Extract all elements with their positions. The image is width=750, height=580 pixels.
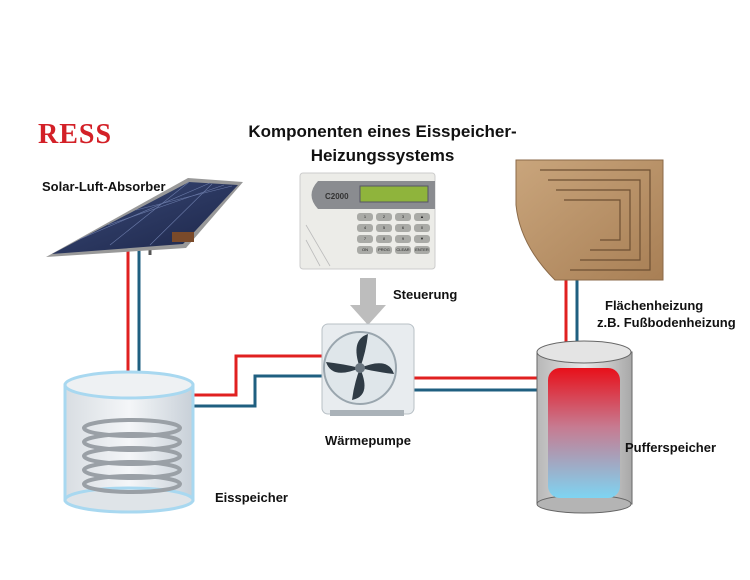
title-line-2: Heizungssystems: [310, 146, 455, 165]
key: 2: [376, 213, 392, 221]
key: CLEAR: [395, 246, 411, 254]
key: ON: [357, 246, 373, 254]
solar-panel-icon: [46, 178, 243, 257]
key: 3: [395, 213, 411, 221]
key: ENTER: [414, 246, 430, 254]
controller-brand: C2000: [325, 192, 349, 201]
buffer-label: Pufferspeicher: [625, 440, 717, 455]
key: ▼: [414, 235, 430, 243]
buffer-tank-icon: [536, 340, 633, 514]
controller-label: Steuerung: [393, 287, 458, 302]
ice-heatpump-supply-pipe: [190, 354, 326, 397]
heat-pump-icon: [321, 323, 415, 416]
solar-label: Solar-Luft-Absorber: [42, 179, 166, 194]
key: 6: [395, 224, 411, 232]
ice-storage-label: Eisspeicher: [215, 490, 288, 505]
key: PROG: [376, 246, 392, 254]
key: 8: [376, 235, 392, 243]
key: 4: [357, 224, 373, 232]
key: 1: [357, 213, 373, 221]
key: 7: [357, 235, 373, 243]
title-line-1: Komponenten eines Eisspeicher-: [248, 122, 517, 141]
key: 0: [414, 224, 430, 232]
key: ▲: [414, 213, 430, 221]
key: 5: [376, 224, 392, 232]
ice-storage-tank-icon: [63, 370, 195, 514]
floor-heating-icon: [515, 159, 664, 281]
heat-pump-label: Wärmepumpe: [325, 433, 411, 448]
ress-logo: RESS: [38, 119, 113, 150]
down-arrow-icon: [350, 278, 386, 325]
controller-keypad: 1 2 3 ▲ 4 5 6 0 7 8 9 ▼ ON PROG CLEAR EN…: [357, 213, 431, 254]
floor-heating-example-label: z.B. Fußbodenheizung: [597, 315, 736, 330]
controller-device-icon: [299, 172, 436, 270]
floor-heating-label: Flächenheizung: [605, 298, 704, 313]
key: 9: [395, 235, 411, 243]
ice-heatpump-return-pipe: [190, 374, 326, 408]
